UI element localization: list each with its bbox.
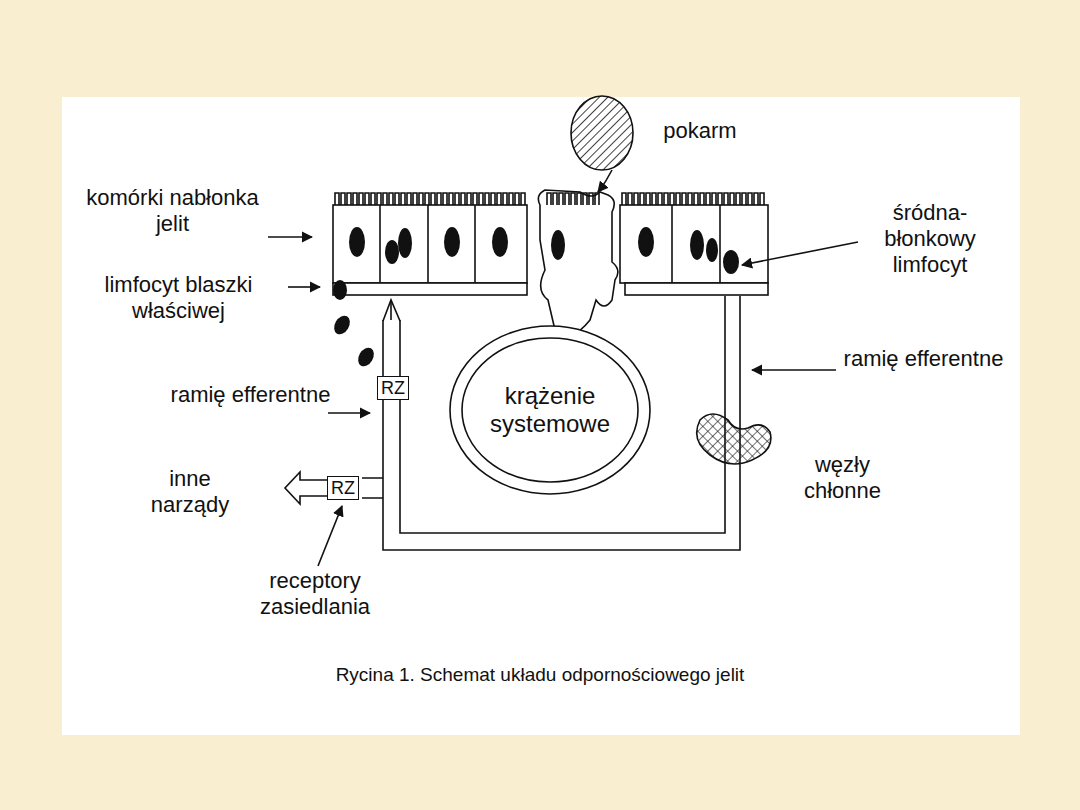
homing-receptor-box: RZ — [377, 376, 409, 400]
intraepithelial-lymphocyte-label: śródna- błonkowy limfocyt — [855, 200, 1005, 278]
figure-caption: Rycina 1. Schemat układu odpornościowego… — [200, 664, 880, 686]
node-text: krążenie systemowe — [475, 382, 625, 438]
node-text: RZ — [331, 478, 355, 498]
systemic-circulation-ellipse: krążenie systemowe — [448, 324, 652, 496]
other-organs-label: inne narządy — [130, 466, 250, 518]
epithelium-label: komórki nabłonka jelit — [75, 185, 270, 237]
lamina-propria-lymphocyte-label: limfocyt blaszki właściwej — [66, 272, 291, 324]
homing-receptor-box: RZ — [327, 476, 359, 500]
node-text: RZ — [381, 378, 405, 398]
food-label: pokarm — [640, 118, 760, 144]
efferent-arm-label: ramię efferentne — [836, 346, 1011, 372]
efferent-arm-label: ramię efferentne — [168, 382, 333, 408]
homing-receptor-label: receptory zasiedlania — [225, 568, 405, 620]
lymph-node-label: węzły chłonne — [775, 452, 910, 504]
